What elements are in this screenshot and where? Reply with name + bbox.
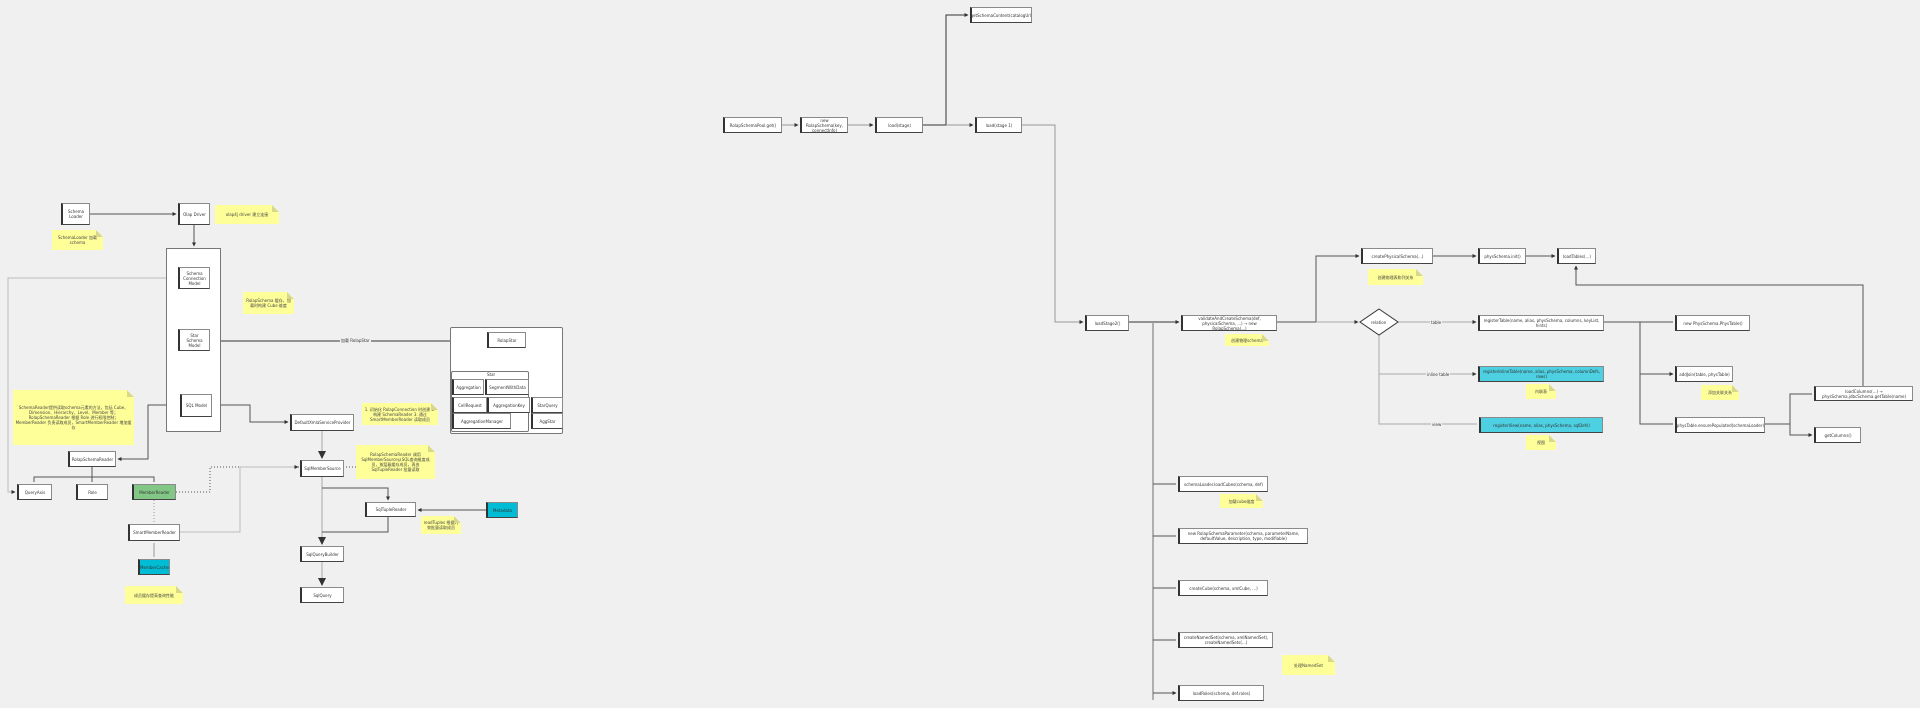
query-axis-node[interactable]: QueryAxis bbox=[17, 484, 52, 500]
new-parameter-node[interactable]: new RolapSchemaParameter(schema, paramet… bbox=[1178, 528, 1308, 544]
star-cell[interactable]: StarQuery bbox=[531, 397, 563, 413]
load-roles-node[interactable]: loadRoles(schema, def.roles) bbox=[1178, 685, 1264, 701]
load-tables-node[interactable]: loadTables(...) bbox=[1557, 248, 1596, 264]
service-note: 1. 初始化 RolapConnection 时创建 2. 构建 SchemaR… bbox=[362, 403, 438, 425]
pool-get-node[interactable]: RolapSchemaPool.get() bbox=[723, 117, 782, 133]
smart-member-reader-node[interactable]: SmartMemberReader bbox=[128, 524, 180, 541]
branch-label-inline: inline table bbox=[1426, 372, 1451, 377]
ensure-populated-node[interactable]: physTable.ensurePopulated(schemaLoader) bbox=[1675, 417, 1765, 433]
get-content-node[interactable]: getSchemaContent(catalogUrl) bbox=[970, 7, 1032, 23]
register-inline-node[interactable]: registerInlineTable(name, alias, physSch… bbox=[1478, 366, 1604, 382]
star-cell[interactable]: AggregationKey bbox=[487, 397, 530, 413]
view-note: 视图 bbox=[1526, 435, 1556, 450]
load-stage-node[interactable]: load(stage 1) bbox=[975, 117, 1022, 133]
create-phys-note: 创建物理表和列关系 bbox=[1368, 269, 1423, 285]
relation-decision-diamond bbox=[1359, 308, 1399, 336]
tuple-note: readTuples 根据约束批量读取成员 bbox=[421, 516, 461, 534]
star-schema-model-node[interactable]: Star Schema Model bbox=[178, 329, 210, 351]
add-join-node[interactable]: addJoin(table, physTable) bbox=[1675, 366, 1733, 382]
member-source-note: RolapSchemaReader 调用SqlMemberSource从SQL查… bbox=[356, 445, 435, 479]
member-cache-node[interactable]: MemberCache bbox=[138, 559, 170, 575]
star-cell[interactable]: CellRequest bbox=[452, 397, 487, 413]
role-node[interactable]: Role bbox=[76, 484, 108, 500]
star-cell[interactable]: SegmentWithData bbox=[485, 379, 529, 395]
relation-label: relation bbox=[1371, 320, 1387, 325]
validate-note: 创建物理schema bbox=[1225, 334, 1269, 346]
schema-loader-node[interactable]: Schema Loader bbox=[61, 203, 90, 225]
star-cell[interactable]: Aggregation bbox=[452, 379, 484, 395]
load-cubes-node[interactable]: schemaLoader.loadCubes(schema, def) bbox=[1178, 476, 1268, 492]
schema-loader-note: SchemaLoader 加载schema bbox=[52, 230, 103, 250]
new-phys-table-node[interactable]: new PhysSchema.PhysTable() bbox=[1675, 315, 1750, 331]
star-cell[interactable]: AggStar bbox=[531, 413, 563, 429]
star-group-label: Star bbox=[486, 372, 497, 377]
load-node[interactable]: load(stage) bbox=[875, 117, 923, 133]
create-phys-node[interactable]: createPhysicalSchema(...) bbox=[1361, 248, 1433, 264]
get-columns-node[interactable]: getColumns() bbox=[1814, 427, 1861, 443]
reader-note: SchemaReader提供读取schema元素的方法，包括 Cube、Dime… bbox=[13, 390, 134, 445]
add-join-note: 添加关联关系 bbox=[1701, 385, 1739, 400]
query-builder-node[interactable]: SqlQueryBuilder bbox=[300, 546, 344, 562]
metadata-node[interactable]: Metadata bbox=[486, 502, 518, 518]
inline-note: 内联表 bbox=[1526, 384, 1556, 399]
branch-label-table: table bbox=[1430, 320, 1443, 325]
load-cubes-note: 加载cube维度 bbox=[1220, 494, 1263, 508]
register-table-node[interactable]: registerTable(name, alias, physSchema, c… bbox=[1478, 315, 1604, 331]
load-columns-node[interactable]: loadColumns(...) → physSchema.jdbcSchema… bbox=[1814, 386, 1913, 401]
sql-tuple-reader-node[interactable]: SqlTupleReader bbox=[365, 502, 416, 517]
member-cache-note: 成员缓存提高查询性能 bbox=[125, 586, 183, 604]
edge-label-load-star: 加载 RolapStar bbox=[340, 338, 371, 343]
create-cube-node[interactable]: createCube(schema, xmlCube, ...) bbox=[1178, 580, 1268, 596]
rolap-schema-reader-node[interactable]: RolapSchemaReader bbox=[68, 451, 116, 467]
olap-driver-node[interactable]: Olap Driver bbox=[178, 203, 210, 225]
sql-model-node[interactable]: SQL Model bbox=[180, 394, 212, 417]
sql-member-source-node[interactable]: SqlMemberSource bbox=[300, 460, 344, 477]
schema-connection-model-node[interactable]: Schema Connection Model bbox=[178, 267, 210, 289]
named-set-note: 处理NamedSet bbox=[1282, 655, 1335, 675]
register-view-node[interactable]: registerView(name, alias, physSchema, sq… bbox=[1479, 417, 1603, 433]
sql-query-node[interactable]: SqlQuery bbox=[300, 587, 344, 603]
phys-init-node[interactable]: physSchema.init() bbox=[1478, 248, 1526, 264]
star-cell[interactable]: AggregationManager bbox=[452, 413, 511, 429]
member-reader-node[interactable]: MemberReader bbox=[132, 484, 176, 500]
named-set-node[interactable]: createNamedSet(schema, xmlNamedSet), cre… bbox=[1178, 632, 1273, 648]
olap-driver-note: olap4j driver 建立连接 bbox=[215, 205, 279, 224]
new-schema-node[interactable]: new RolapSchema(key, connectInfo) bbox=[800, 117, 848, 133]
rolap-star-node[interactable]: RolapStar bbox=[487, 332, 526, 348]
service-provider-node[interactable]: DefaultXmlaServiceProvider bbox=[290, 414, 354, 431]
load-stage2-node[interactable]: loadStage2() bbox=[1085, 315, 1129, 331]
model-note: RolapSchema 缓存，加载时构建 Cube 维度 bbox=[243, 292, 294, 314]
branch-label-view: view bbox=[1431, 422, 1443, 427]
validate-node[interactable]: validateAndCreateSchema(def, physicalSch… bbox=[1181, 315, 1277, 331]
